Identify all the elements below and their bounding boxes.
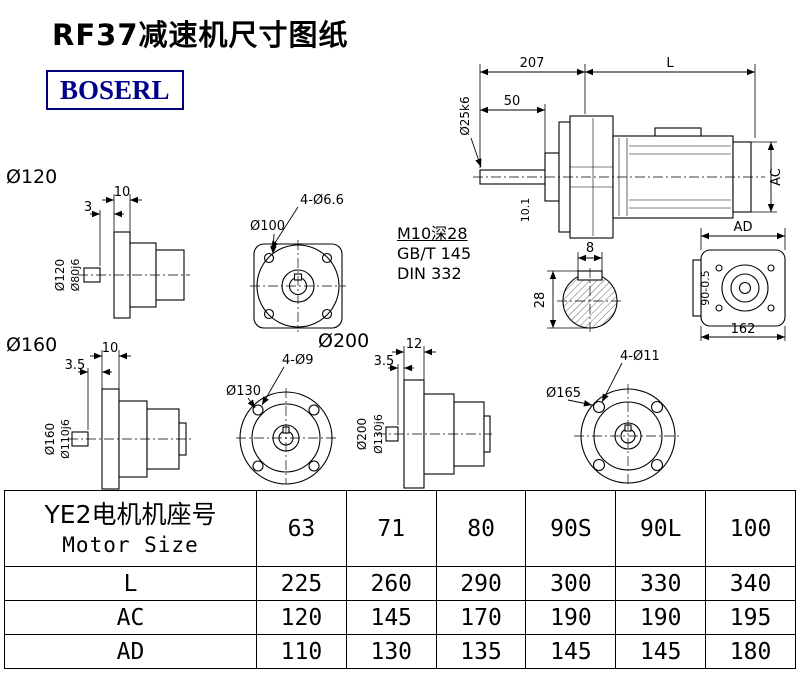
center-circles: [715, 264, 775, 312]
view-120-side-drawing: 10 3 Ø120 Ø80j6: [53, 185, 190, 319]
dim-50: 50: [504, 94, 521, 109]
dim-gap-160: 3.5: [65, 358, 86, 373]
dimension-lines: [90, 194, 142, 266]
value-cell: 145: [525, 634, 617, 669]
page-title: RF37减速机尺寸图纸: [52, 18, 349, 52]
value-cell: 290: [435, 566, 527, 601]
dim-flange-200: 12: [406, 337, 423, 352]
dim-207: 207: [520, 56, 545, 71]
value-cell: 330: [615, 566, 707, 601]
dim-gap-200: 3.5: [374, 354, 395, 369]
value-cell: 110: [256, 634, 347, 669]
dia-130: Ø130: [226, 384, 261, 399]
thread-note-line2: GB/T 145: [397, 244, 472, 263]
holes-4-9: 4-Ø9: [282, 353, 313, 368]
value-cell: 120: [256, 600, 347, 635]
dia-165: Ø165: [546, 386, 581, 401]
dimension-lines: [700, 228, 786, 341]
dia-100: Ø100: [250, 219, 285, 234]
motor-shapes: [612, 127, 752, 219]
dim-flange-120: 10: [114, 185, 131, 200]
size-90S: 90S: [525, 490, 617, 567]
value-cell: 135: [435, 634, 527, 669]
value-cell: 190: [615, 600, 707, 635]
size-71: 71: [345, 490, 437, 567]
dim-AC: AC: [769, 168, 784, 186]
dia-flange-200: Ø200: [355, 418, 369, 450]
value-cell: 340: [705, 566, 796, 601]
motor-size-header-cn: YE2电机机座号: [44, 499, 217, 529]
rear-view-drawing: AD 90-0.5 162: [692, 220, 786, 341]
dim-key-width: 8: [586, 241, 594, 256]
dim-shaft-dia: Ø25k6: [458, 96, 472, 135]
dia-flange-120: Ø120: [53, 259, 67, 291]
value-cell: 260: [345, 566, 437, 601]
size-90L: 90L: [615, 490, 707, 567]
value-cell: 300: [525, 566, 617, 601]
dim-L: L: [666, 56, 674, 71]
dia-spigot-110j6: Ø110j6: [59, 419, 72, 459]
dimension-lines: [388, 346, 436, 425]
main-assembly-drawing: 207 L 50 Ø25k6 AC 10.1: [458, 56, 784, 239]
view-160-side-drawing: 10 3.5 Ø160 Ø110j6: [43, 341, 192, 490]
row-label-AD: AD: [4, 634, 257, 669]
shaft-key-section-drawing: 8 28: [533, 241, 623, 335]
view-title-200: Ø200: [318, 330, 370, 352]
dimension-table: YE2电机机座号 Motor Size 63 71 80 90S 90L 100…: [4, 490, 796, 669]
value-cell: 190: [525, 600, 617, 635]
dim-gap-120: 3: [84, 200, 92, 215]
dim-AD: AD: [734, 220, 753, 235]
flange-edge: [692, 259, 702, 317]
dim-flange-160: 10: [102, 341, 119, 356]
value-cell: 195: [705, 600, 796, 635]
dim-90: 90-0.5: [699, 270, 712, 305]
size-100: 100: [705, 490, 796, 567]
dim-10-1: 10.1: [519, 198, 532, 223]
housing-outline: [700, 249, 786, 327]
value-cell: 145: [345, 600, 437, 635]
motor-size-header: YE2电机机座号 Motor Size: [4, 490, 257, 567]
view-title-160: Ø160: [6, 334, 58, 356]
value-cell: 145: [615, 634, 707, 669]
value-cell: 180: [705, 634, 796, 669]
holes-4-6-6: 4-Ø6.6: [300, 193, 344, 208]
size-63: 63: [256, 490, 347, 567]
value-cell: 225: [256, 566, 347, 601]
dim-key-height: 28: [533, 292, 548, 309]
view-200-side-drawing: 12 3.5 Ø200 Ø130j6: [355, 337, 492, 489]
row-label-L: L: [4, 566, 257, 601]
dim-162: 162: [731, 322, 756, 337]
flange-165-front-drawing: 4-Ø11 Ø165: [546, 349, 682, 484]
dia-flange-160: Ø160: [43, 423, 57, 455]
value-cell: 130: [345, 634, 437, 669]
table-row-AC: AC 120 145 170 190 190 195: [4, 600, 796, 635]
dia-spigot-130j6: Ø130j6: [372, 414, 385, 454]
dia-spigot-80j6: Ø80j6: [69, 259, 82, 292]
terminal-box: [654, 127, 702, 137]
size-80: 80: [435, 490, 527, 567]
dimension-lines: [78, 350, 131, 430]
flange-100-front-drawing: 4-Ø6.6 Ø100: [250, 193, 346, 332]
table-header-row: YE2电机机座号 Motor Size 63 71 80 90S 90L 100: [4, 490, 796, 567]
table-row-AD: AD 110 130 135 145 145 180: [4, 634, 796, 669]
thread-note-line3: DIN 332: [397, 264, 462, 283]
dimension-lines: [547, 252, 603, 329]
boserl-logo: BOSERL: [46, 70, 184, 110]
thread-note: M10深28 GB/T 145 DIN 332: [397, 224, 471, 284]
view-title-120: Ø120: [6, 166, 58, 188]
table-row-L: L 225 260 290 300 330 340: [4, 566, 796, 601]
row-label-AC: AC: [4, 600, 257, 635]
holes-4-11: 4-Ø11: [620, 349, 660, 364]
dimension-lines: [470, 64, 777, 213]
motor-size-header-en: Motor Size: [62, 532, 199, 557]
flange-130-front-drawing: 4-Ø9 Ø130: [226, 353, 336, 485]
thread-note-line1: M10深28: [397, 224, 468, 243]
value-cell: 170: [435, 600, 527, 635]
